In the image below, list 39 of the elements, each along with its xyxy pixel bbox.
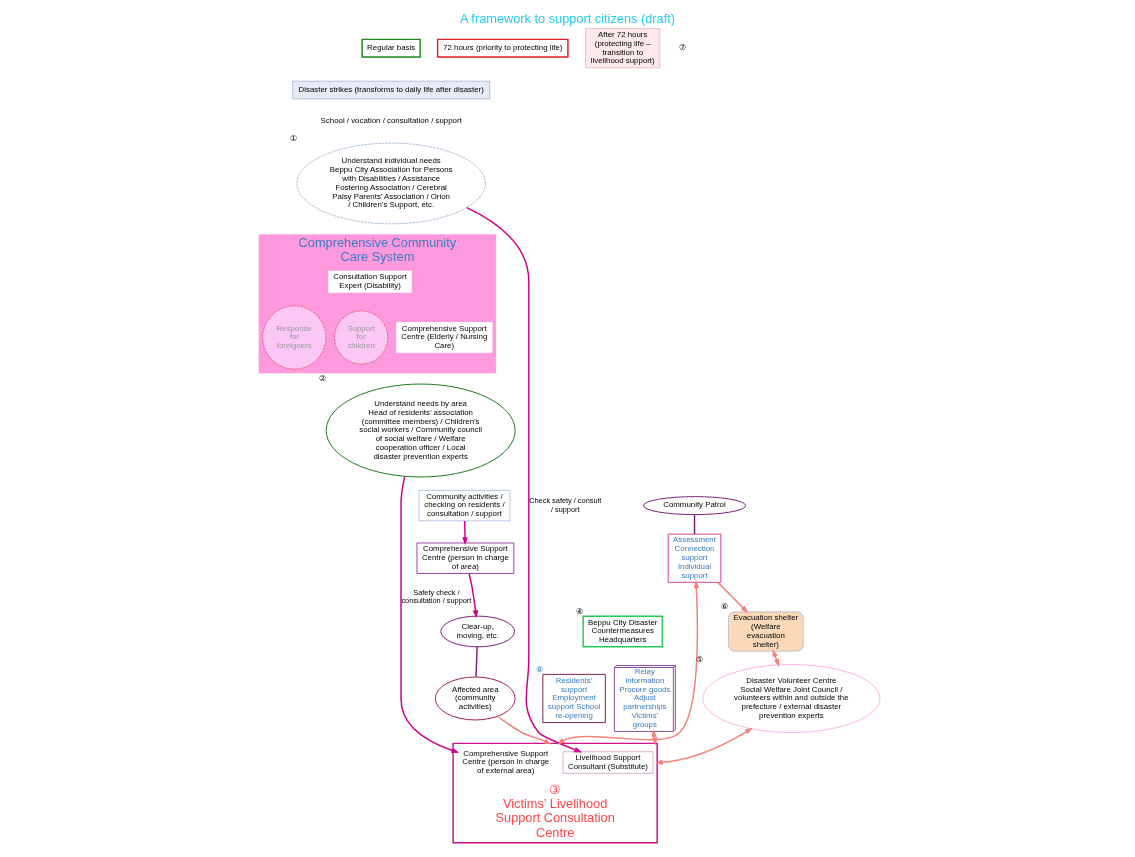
node-box: 72 hours (priority to protecting life) [436,38,569,58]
label: School / vocation / consultation / support [320,115,462,125]
arrow [462,520,468,546]
arrow [496,715,552,745]
node-ellipse: Clear-up, moving, etc. [440,615,515,648]
node-ellipse: Understand needs by area Head of residents’ association (committee members) / Children’s social workers / Community council of social welfare / Welfare cooperation officer / Local disaster prevention experts [325,383,516,478]
node-label: ③ [549,781,562,797]
node-circle: Response for foreigners [262,305,327,370]
node-label: ④ [575,606,583,616]
node-box: Regular basis [361,38,421,58]
node-box: Comprehensive Support Centre (person in charge of area) [416,542,515,574]
arrow [717,581,749,614]
node-box: Consultation Support Expert (Disability) [328,270,412,293]
node-label: ⑧ [535,664,543,674]
node-box: Residents’ support Employment support School re-opening [542,673,606,724]
node-label: ⑤ [695,654,703,664]
node-text: Comprehensive Support Centre (person in charge of external area) [462,748,550,776]
node-box: Community activities / checking on residents / consultation / support [418,490,511,522]
connector [475,646,478,678]
arrow [468,572,479,619]
node-box: Comprehensive Support Centre (Elderly / Nursing Care) [396,322,493,353]
node-label: ⑥ [721,602,729,612]
node-box: Evacuation shelter (Welfare evacuation shelter) [728,611,804,652]
diagram-title: A framework to support citizens (draft) [460,10,675,26]
node-ellipse: Community Patrol [642,496,747,516]
node-box: Livelihood Support Consultant (Substitute) [562,751,654,774]
arrow [400,475,460,753]
node-label: ② [318,374,326,384]
node-label: ① [289,133,297,143]
node-box: Disaster strikes (transforms to daily life after disaster) [292,80,490,100]
node-box: Assessment Connection support Individual support [667,533,722,583]
node-ellipse: Understand individual needs Beppu City Association for Persons with Disabilities / Assistance Fostering Association / Cerebral Palsy Parents’ Association / Orion / Children’s Support, etc. [296,142,486,225]
node-box: After 72 hours (protecting life – transition to livelihood support) [585,28,661,69]
node-circle: Support for children [334,310,388,365]
node-box: Beppu City Disaster Countermeasures Headquarters [582,615,664,648]
connector [693,514,696,535]
arrow [466,206,583,753]
node-ellipse: Affected area (community activities) [434,676,516,721]
label: ⑦ [678,43,686,53]
